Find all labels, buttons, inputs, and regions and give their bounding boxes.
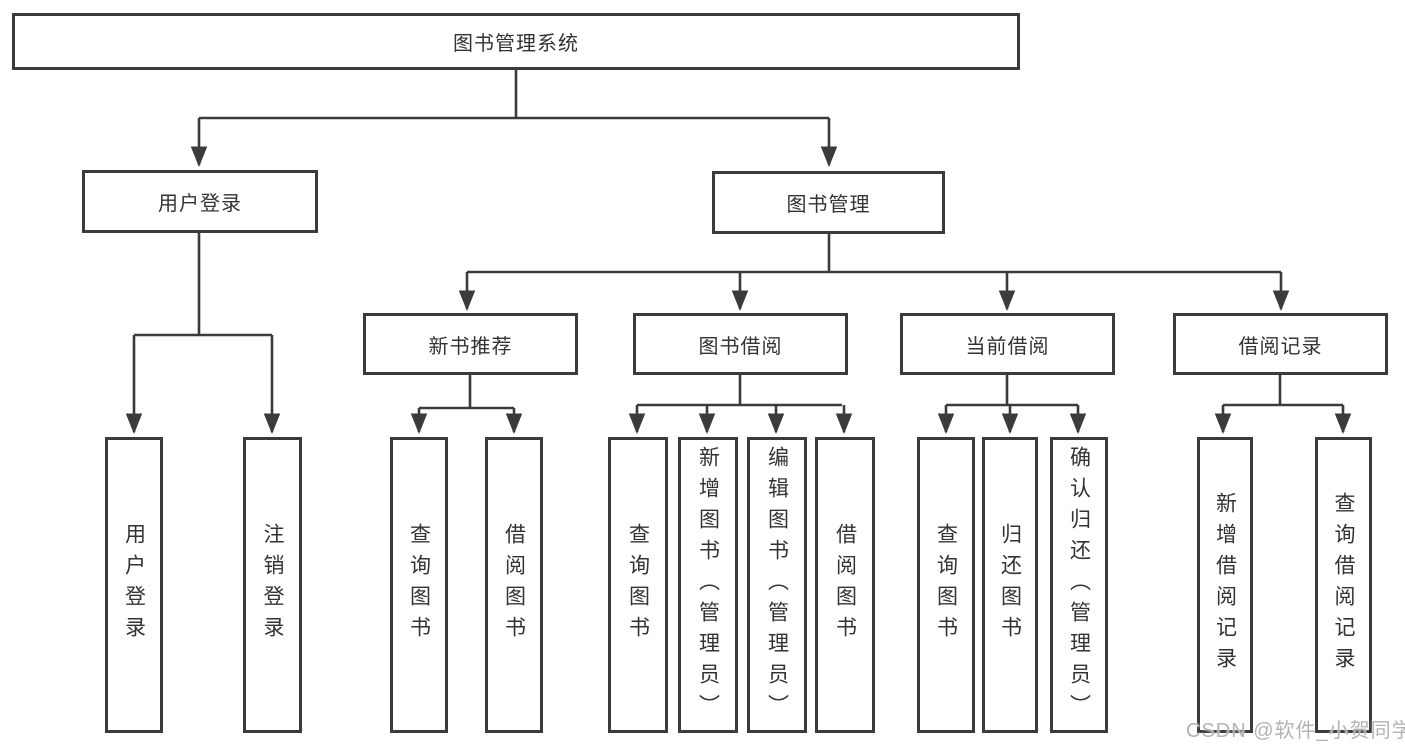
leaf-newbook-borrow-books: 借阅图书	[485, 437, 543, 733]
leaf-label: 编辑图书（管理员）	[765, 445, 789, 725]
leaf-label: 查询图书	[626, 523, 650, 647]
leaf-newbook-query-books: 查询图书	[390, 437, 448, 733]
leaf-borrow-add-books-admin: 新增图书（管理员）	[678, 437, 738, 733]
node-current-borrow: 当前借阅	[900, 313, 1115, 375]
leaf-record-add: 新增借阅记录	[1197, 437, 1253, 733]
leaf-current-return-books: 归还图书	[982, 437, 1038, 733]
leaf-borrow-edit-books-admin: 编辑图书（管理员）	[747, 437, 807, 733]
leaf-label: 用户登录	[122, 523, 146, 647]
leaf-label: 查询图书	[407, 523, 431, 647]
leaf-current-confirm-return-admin: 确认归还（管理员）	[1050, 437, 1108, 733]
leaf-label: 查询图书	[934, 523, 958, 647]
leaf-label: 新增借阅记录	[1213, 492, 1237, 678]
csdn-watermark: CSDN @软件_小贺同学	[1186, 720, 1405, 742]
leaf-label: 注销登录	[261, 523, 284, 647]
node-library-system: 图书管理系统	[12, 13, 1020, 70]
leaf-current-query-books: 查询图书	[917, 437, 975, 733]
node-borrow-record: 借阅记录	[1173, 313, 1388, 375]
leaf-record-query: 查询借阅记录	[1315, 437, 1372, 733]
leaf-label: 确认归还（管理员）	[1067, 445, 1091, 725]
leaf-label: 新增图书（管理员）	[696, 445, 720, 725]
leaf-borrow-borrow-books: 借阅图书	[815, 437, 875, 733]
leaf-logout: 注销登录	[243, 437, 302, 733]
node-book-borrow: 图书借阅	[633, 313, 848, 375]
leaf-label: 借阅图书	[502, 523, 526, 647]
node-book-management: 图书管理	[712, 171, 945, 234]
node-new-book-recommend: 新书推荐	[363, 313, 578, 375]
node-user-login: 用户登录	[82, 170, 318, 233]
leaf-label: 归还图书	[998, 523, 1022, 647]
leaf-user-login: 用户登录	[105, 437, 163, 733]
leaf-label: 借阅图书	[833, 523, 857, 647]
leaf-label: 查询借阅记录	[1332, 492, 1355, 678]
leaf-borrow-query-books: 查询图书	[608, 437, 668, 733]
